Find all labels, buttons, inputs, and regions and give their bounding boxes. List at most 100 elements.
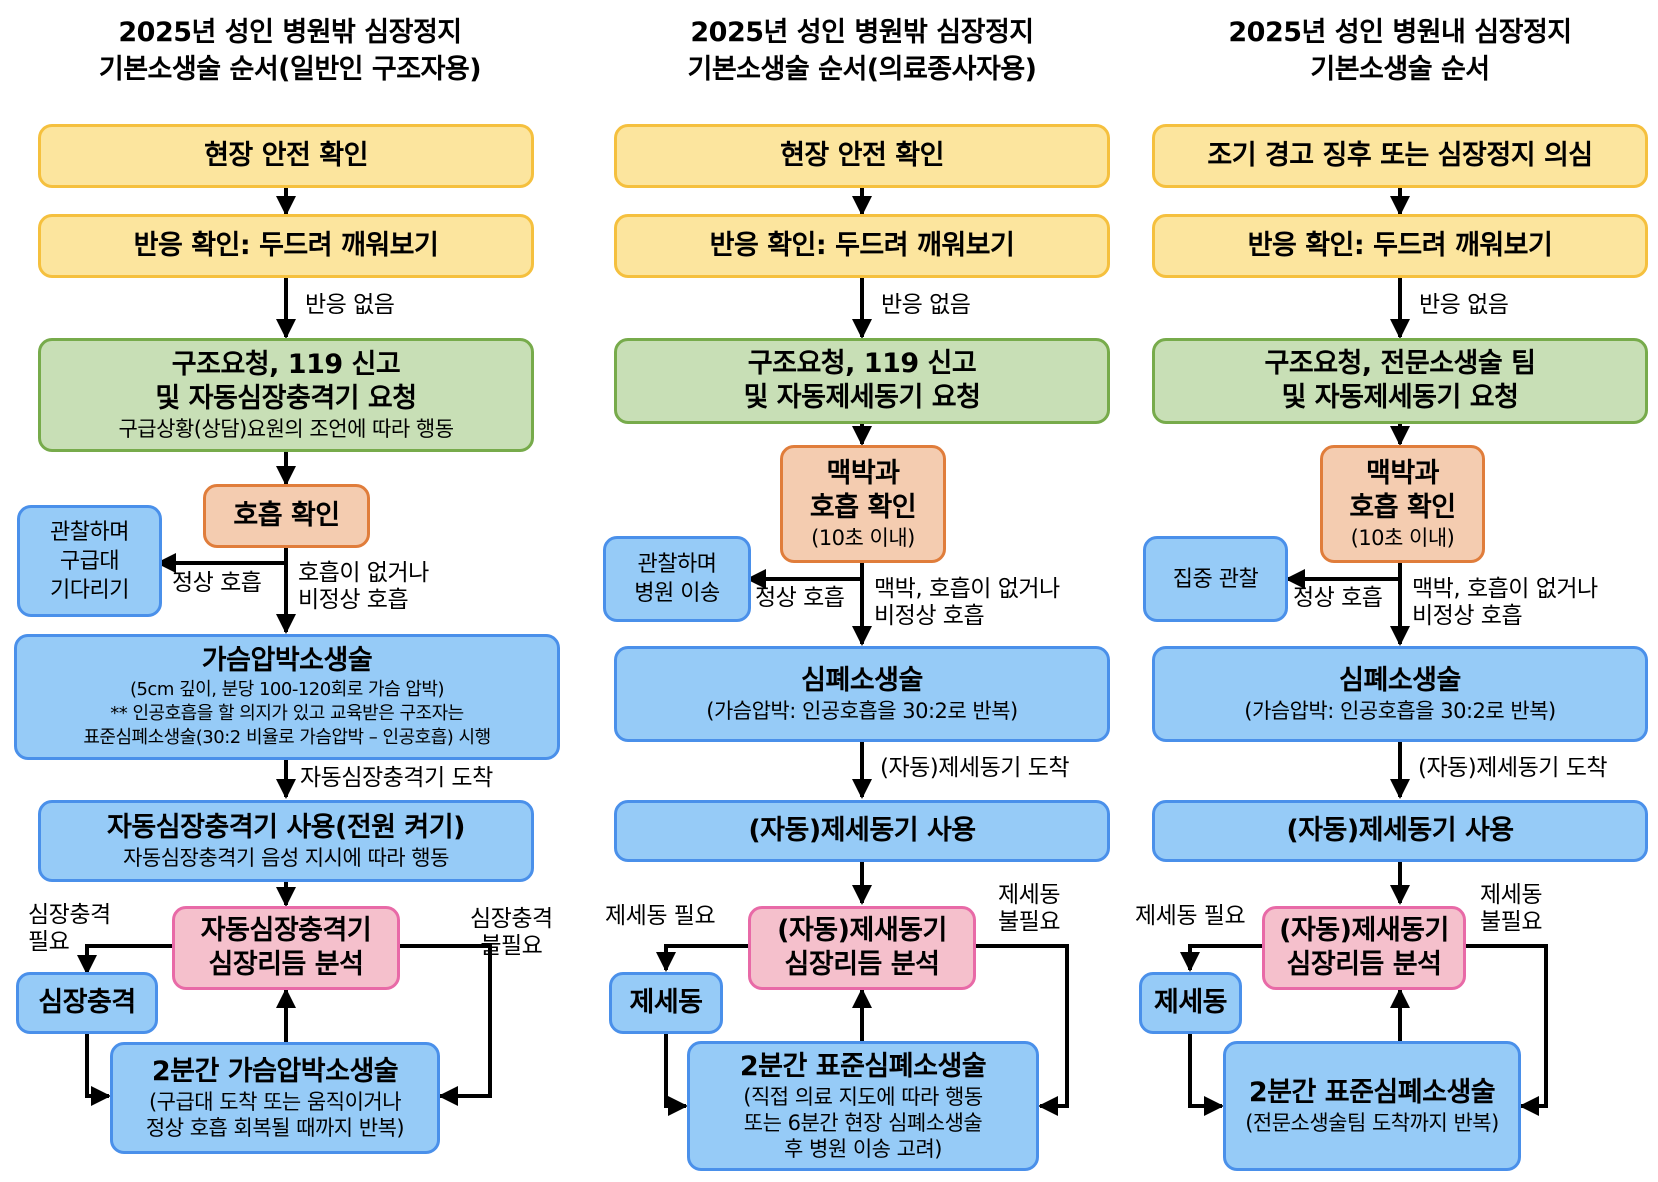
label-line: 불필요 — [1480, 909, 1542, 935]
side-observe-wait: 관찰하며 구급대 기다리기 — [17, 505, 162, 617]
step-check-breathing: 호흡 확인 — [203, 484, 370, 548]
label-line: 심장충격 — [470, 906, 553, 932]
title-line: 2025년 성인 병원내 심장정지 — [1228, 17, 1572, 48]
step-label: 구조요청, 119 신고 — [171, 349, 401, 380]
label-shock-needed: 제세동 필요 — [605, 903, 716, 929]
step-label: 및 자동제세동기 요청 — [743, 382, 981, 413]
step-note: (전문소생술팀 도착까지 반복) — [1245, 1111, 1499, 1135]
label-shock-not-needed: 심장충격 불필요 — [470, 906, 553, 960]
label-aed-arrival: (자동)제세동기 도착 — [880, 755, 1070, 781]
step-note: 정상 호흡 회복될 때까지 반복) — [145, 1116, 405, 1140]
label-abnormal-breathing: 맥박, 호흡이 없거나 비정상 호흡 — [874, 576, 1060, 630]
step-note: 후 병원 이송 고려) — [784, 1137, 942, 1161]
step-label: 호흡 확인 — [233, 500, 340, 531]
label-line: 비정상 호흡 — [298, 587, 409, 613]
step-cpr: 심폐소생술 (가슴압박: 인공호흡을 30:2로 반복) — [1152, 646, 1648, 742]
step-label: (자동)제새동기 — [1279, 915, 1449, 946]
step-label: 집중 관찰 — [1172, 566, 1259, 592]
title-line: 2025년 성인 병원밖 심장정지 — [118, 17, 462, 48]
step-call-for-help: 구조요청, 119 신고 및 자동제세동기 요청 — [614, 338, 1110, 424]
step-call-for-help: 구조요청, 전문소생술 팀 및 자동제세동기 요청 — [1152, 338, 1648, 424]
arrow — [77, 944, 173, 975]
step-label: 현장 안전 확인 — [204, 140, 368, 171]
label-no-response: 반응 없음 — [881, 292, 971, 318]
step-aed-use: 자동심장충격기 사용(전원 켜기) 자동심장충격기 음성 지시에 따라 행동 — [38, 800, 534, 882]
step-label: 반응 확인: 두드려 깨워보기 — [133, 230, 439, 261]
step-cpr: 심폐소생술 (가슴압박: 인공호흡을 30:2로 반복) — [614, 646, 1110, 742]
label-normal-breathing: 정상 호흡 — [755, 585, 845, 611]
step-note: 구급상황(상담)요원의 조언에 따라 행동 — [118, 417, 454, 441]
label-shock-not-needed: 제세동 불필요 — [998, 882, 1060, 936]
step-warning-signs: 조기 경고 징후 또는 심장정지 의심 — [1152, 124, 1648, 188]
label-line: 비정상 호흡 — [874, 603, 985, 629]
step-defibrillation: 제세동 — [609, 972, 723, 1034]
step-label: 자동심장충격기 사용(전원 켜기) — [107, 812, 465, 843]
side-intensive-observation: 집중 관찰 — [1143, 536, 1288, 622]
arrow — [399, 944, 492, 1106]
step-label: 심장리듬 분석 — [1286, 949, 1442, 980]
step-scene-safety: 현장 안전 확인 — [38, 124, 534, 188]
step-label: 심장리듬 분석 — [784, 949, 940, 980]
step-shock: 심장충격 — [16, 972, 158, 1034]
label-abnormal-breathing: 호흡이 없거나 비정상 호흡 — [298, 560, 429, 614]
step-label: 자동심장충격기 — [200, 915, 372, 946]
step-label: 및 자동제세동기 요청 — [1281, 382, 1519, 413]
step-rhythm-analysis: 자동심장충격기 심장리듬 분석 — [172, 906, 400, 990]
step-label: 2분간 표준심폐소생술 — [1248, 1077, 1496, 1108]
step-label: 심장리듬 분석 — [208, 949, 364, 980]
step-label: (자동)제세동기 사용 — [1286, 815, 1514, 846]
column-3-title: 2025년 성인 병원내 심장정지 기본소생술 순서 — [1140, 14, 1658, 88]
step-label: 병원 이송 — [634, 581, 720, 606]
step-note: (직접 의료 지도에 따라 행동 — [743, 1085, 983, 1109]
label-line: 불필요 — [480, 933, 543, 959]
label-line: 맥박, 호흡이 없거나 — [874, 576, 1060, 602]
step-label: 2분간 가슴압박소생술 — [151, 1056, 399, 1087]
label-shock-needed: 제세동 필요 — [1135, 903, 1246, 929]
step-note: (10초 이내) — [811, 526, 915, 550]
step-note: (가슴압박: 인공호흡을 30:2로 반복) — [706, 699, 1018, 723]
label-aed-arrival: (자동)제세동기 도착 — [1418, 755, 1608, 781]
label-line: 불필요 — [998, 909, 1060, 935]
label-line: 제세동 — [1480, 882, 1542, 908]
step-note: ** 인공호흡을 할 의지가 있고 교육받은 구조자는 — [110, 703, 464, 724]
arrow — [1465, 944, 1548, 1116]
column-1-title: 2025년 성인 병원밖 심장정지 기본소생술 순서(일반인 구조자용) — [30, 14, 550, 88]
step-label: 반응 확인: 두드려 깨워보기 — [709, 230, 1015, 261]
step-aed-use: (자동)제세동기 사용 — [614, 800, 1110, 862]
arrow — [85, 1033, 111, 1106]
step-label: 구조요청, 119 신고 — [747, 348, 977, 379]
label-shock-not-needed: 제세동 불필요 — [1480, 882, 1542, 936]
step-label: 가슴압박소생술 — [201, 645, 373, 676]
arrow — [1180, 944, 1263, 972]
title-line: 기본소생술 순서 — [1310, 54, 1490, 85]
step-label: 제세동 — [629, 987, 703, 1018]
step-label: 현장 안전 확인 — [780, 140, 944, 171]
step-label: 조기 경고 징후 또는 심장정지 의심 — [1207, 140, 1593, 171]
arrow — [664, 1033, 688, 1116]
step-label: 심장충격 — [38, 987, 136, 1018]
step-label: 2분간 표준심폐소생술 — [739, 1051, 987, 1082]
step-call-for-help: 구조요청, 119 신고 및 자동심장충격기 요청 구급상황(상담)요원의 조언… — [38, 338, 534, 452]
label-line: 필요 — [28, 929, 70, 955]
side-observe-transport: 관찰하며 병원 이송 — [603, 536, 751, 622]
arrow — [656, 944, 749, 972]
step-label: 제세동 — [1153, 987, 1228, 1018]
step-check-response: 반응 확인: 두드려 깨워보기 — [38, 214, 534, 278]
step-note: 자동심장충격기 음성 지시에 따라 행동 — [123, 846, 449, 870]
column-2-title: 2025년 성인 병원밖 심장정지 기본소생술 순서(의료종사자용) — [602, 14, 1122, 88]
label-normal-breathing: 정상 호흡 — [172, 570, 262, 596]
step-note: (10초 이내) — [1350, 526, 1455, 550]
step-check-response: 반응 확인: 두드려 깨워보기 — [614, 214, 1110, 278]
title-line: 2025년 성인 병원밖 심장정지 — [690, 17, 1034, 48]
label-aed-arrival: 자동심장충격기 도착 — [300, 765, 493, 791]
step-label: 구급대 — [59, 548, 120, 574]
step-label: 호흡 확인 — [809, 492, 917, 523]
label-line: 제세동 — [998, 882, 1060, 908]
step-label: 관찰하며 — [50, 519, 129, 545]
step-check-pulse-breathing: 맥박과 호흡 확인 (10초 이내) — [780, 445, 946, 563]
label-abnormal-breathing: 맥박, 호흡이 없거나 비정상 호흡 — [1412, 576, 1598, 630]
label-no-response: 반응 없음 — [305, 292, 395, 318]
step-2min-cpr: 2분간 가슴압박소생술 (구급대 도착 또는 움직이거나 정상 호흡 회복될 때… — [110, 1042, 440, 1154]
step-note: (가슴압박: 인공호흡을 30:2로 반복) — [1244, 699, 1556, 723]
